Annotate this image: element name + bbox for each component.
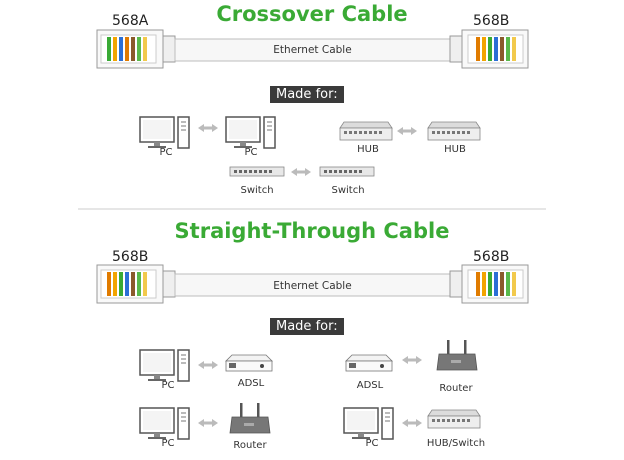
straight-pair-2-right-label: Router <box>439 383 473 394</box>
straight-right-standard: 568B <box>473 249 510 265</box>
crossover-left-plug <box>96 29 176 69</box>
straight-pair-2-left-label: ADSL <box>356 380 384 391</box>
double-arrow-icon <box>402 356 422 364</box>
straight-cable-diagram <box>96 264 529 304</box>
straight-pair-1-right-label: ADSL <box>237 378 265 389</box>
straight-pair-3-left-label: PC <box>161 438 175 449</box>
straight-left-plug <box>96 264 176 304</box>
straight-pair-1-left-label: PC <box>161 380 175 391</box>
crossover-title: Crossover Cable <box>216 2 408 26</box>
hub-icon <box>427 409 481 429</box>
straight-title: Straight-Through Cable <box>174 219 450 243</box>
double-arrow-icon <box>198 419 218 427</box>
straight-made-for: Made for: <box>270 318 344 335</box>
crossover-pair-3-right-label: Switch <box>331 185 365 196</box>
adsl-icon <box>345 354 393 372</box>
crossover-pair-1-right-label: PC <box>244 147 258 158</box>
crossover-pair-3-left-label: Switch <box>240 185 274 196</box>
straight-right-plug <box>449 264 529 304</box>
crossover-pair-2-right-label: HUB <box>444 144 466 155</box>
crossover-cable-diagram <box>96 29 529 69</box>
crossover-right-standard: 568B <box>473 13 510 29</box>
straight-left-standard: 568B <box>112 249 149 265</box>
straight-pair-4-left-label: PC <box>365 438 379 449</box>
crossover-pair-1-left-label: PC <box>159 147 173 158</box>
straight-pair-3-right-label: Router <box>233 440 267 451</box>
double-arrow-icon <box>402 419 422 427</box>
router-icon <box>436 339 478 371</box>
adsl-icon <box>225 354 273 372</box>
straight-pair-4-right-label: HUB/Switch <box>426 438 486 449</box>
section-divider <box>78 208 546 210</box>
crossover-cable-label: Ethernet Cable <box>273 44 352 56</box>
crossover-pair-2-left-label: HUB <box>357 144 379 155</box>
router-icon <box>229 402 271 434</box>
straight-cable-label: Ethernet Cable <box>273 280 352 292</box>
crossover-left-standard: 568A <box>112 13 149 29</box>
crossover-made-for: Made for: <box>270 86 344 103</box>
crossover-right-plug <box>449 29 529 69</box>
double-arrow-icon <box>198 361 218 369</box>
